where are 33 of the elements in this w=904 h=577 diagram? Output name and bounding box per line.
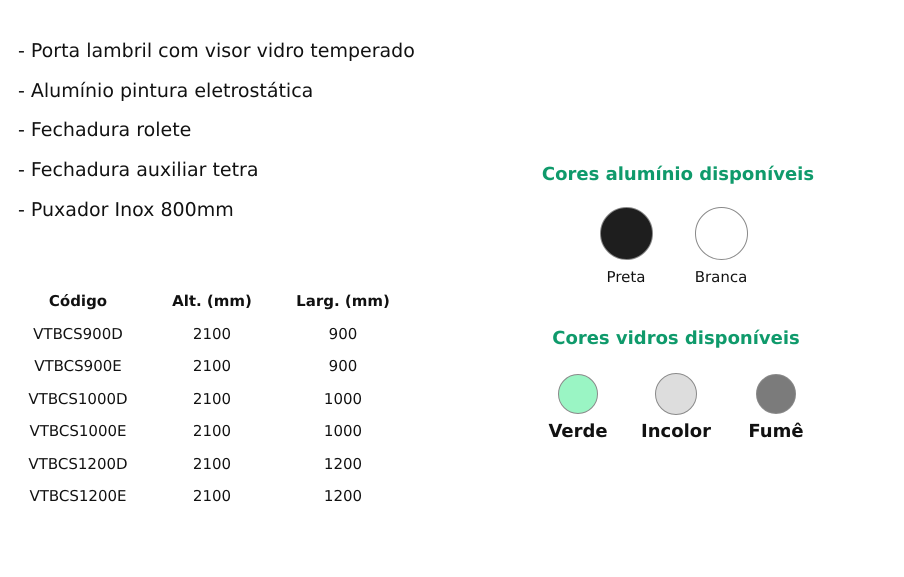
legend-label: Branca xyxy=(694,268,748,286)
table-cell-text: VTBCS900D xyxy=(32,324,124,342)
table-cell-text: 1000 xyxy=(322,390,364,408)
table-cell-text: 2100 xyxy=(192,357,232,375)
feature-item: - Fechadura auxiliar tetra xyxy=(18,159,259,182)
table-cell-text: 900 xyxy=(328,357,358,375)
table-cell-text: 2100 xyxy=(192,454,232,472)
table-cell-text: 900 xyxy=(328,324,358,342)
legend-label: Verde xyxy=(548,421,608,442)
section-heading: Cores alumínio disponíveis xyxy=(542,164,814,185)
table-cell-text: 2100 xyxy=(192,324,232,342)
feature-item: - Fechadura rolete xyxy=(18,119,192,142)
table-cell-text: 1000 xyxy=(322,422,364,440)
feature-item: - Alumínio pintura eletrostática xyxy=(18,80,314,102)
table-cell-text: VTBCS1200E xyxy=(28,487,128,505)
table-cell-text: 1200 xyxy=(322,454,364,472)
feature-item: - Puxador Inox 800mm xyxy=(18,198,234,221)
table-cell-text: 1200 xyxy=(322,487,364,505)
table-cell-text: 2100 xyxy=(192,487,232,505)
legend-label: Fumê xyxy=(748,421,804,442)
table-cell-text: VTBCS1000E xyxy=(28,422,128,440)
feature-item: - Porta lambril com visor vidro temperado xyxy=(18,40,415,62)
section-heading: Cores vidros disponíveis xyxy=(552,328,800,349)
table-cell-text: VTBCS1000D xyxy=(27,390,129,408)
table-cell-text: 2100 xyxy=(192,390,232,408)
column-header: Larg. (mm) xyxy=(295,292,391,310)
table-cell-text: 2100 xyxy=(192,422,232,440)
legend-label: Preta xyxy=(606,268,646,286)
column-header: Alt. (mm) xyxy=(171,292,253,310)
legend-label: Incolor xyxy=(641,421,711,442)
table-cell-text: VTBCS900E xyxy=(33,357,123,375)
table-cell-text: VTBCS1200D xyxy=(27,454,129,472)
column-header: Código xyxy=(48,292,108,310)
